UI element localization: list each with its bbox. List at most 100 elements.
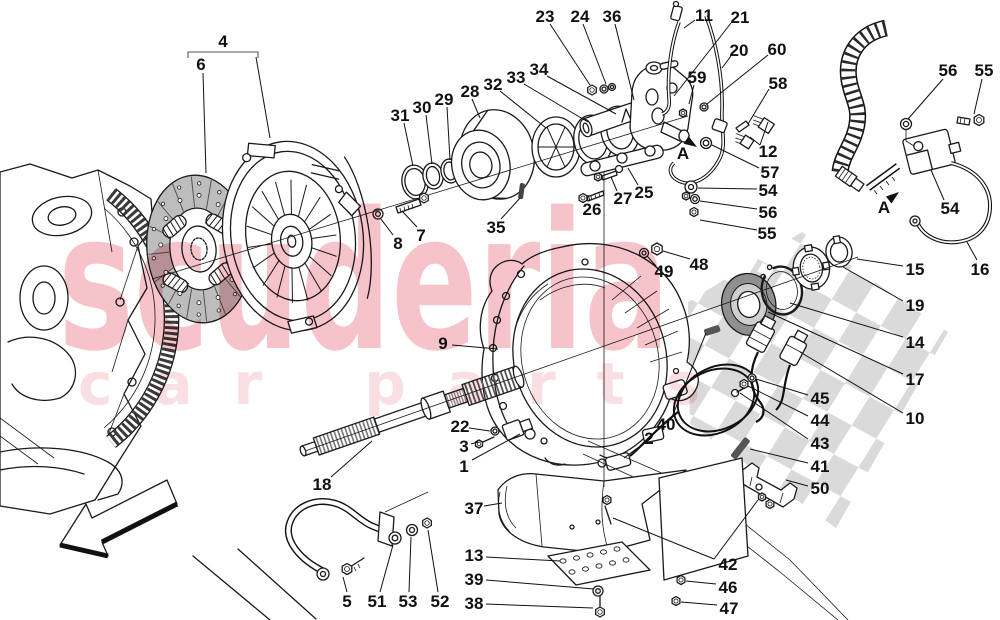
leader-line-23 [549, 23, 591, 86]
leader-line-54 [697, 187, 758, 190]
hydraulic-pipes [661, 0, 775, 185]
leader-line-10 [799, 351, 904, 414]
leader-line-55 [699, 219, 758, 231]
part-label-59: 59 [688, 68, 707, 87]
part-label-36: 36 [603, 7, 622, 26]
part-label-8: 8 [393, 234, 402, 253]
leader-line-33 [523, 83, 589, 123]
part-label-1: 1 [459, 457, 468, 476]
leader-line-16 [966, 241, 978, 261]
leader-line-48 [662, 250, 691, 260]
leader-line-3 [470, 441, 479, 445]
part-label-25: 25 [635, 183, 654, 202]
part-label-35: 35 [487, 218, 506, 237]
part-label-29: 29 [435, 90, 454, 109]
leader-lines [202, 19, 983, 609]
leader-line-36 [614, 23, 635, 101]
part-label-52: 52 [431, 592, 450, 611]
engine-block [0, 163, 154, 515]
view-marker-label: A [677, 144, 689, 163]
watermark: scuderia car parts [58, 172, 700, 418]
leader-line-59 [688, 84, 695, 105]
pin [518, 183, 525, 200]
leader-line-17 [767, 311, 904, 375]
part-label-45: 45 [811, 389, 830, 408]
part-label-55: 55 [758, 224, 777, 243]
leader-line-24 [582, 23, 607, 85]
sensor-1-group [482, 418, 534, 443]
part-label-28: 28 [461, 82, 480, 101]
part-label-49: 49 [655, 262, 674, 281]
part-label-26: 26 [583, 200, 602, 219]
part-label-38: 38 [465, 594, 484, 613]
watermark-text-primary: scuderia [58, 172, 670, 393]
leader-line-45 [755, 378, 809, 396]
flexible-hose-5 [285, 491, 429, 581]
leader-line-49 [646, 255, 657, 267]
part-label-14: 14 [906, 333, 925, 352]
part-label-2: 2 [644, 429, 653, 448]
part-label-43: 43 [811, 434, 830, 453]
support-bracket [547, 457, 749, 607]
part-label-50: 50 [811, 479, 830, 498]
leader-line-25 [627, 167, 639, 186]
part-label-15: 15 [906, 260, 925, 279]
leader-line-41 [749, 448, 809, 464]
leader-line-14 [789, 302, 904, 338]
part-label-22: 22 [451, 417, 470, 436]
leader-line-34 [546, 75, 617, 115]
view-marker-label: A [878, 198, 890, 217]
pipe-16 [909, 161, 993, 245]
leader-line-18 [330, 440, 373, 478]
leader-line-22 [468, 427, 491, 432]
part-label-41: 41 [811, 457, 830, 476]
leader-line-7 [401, 210, 418, 228]
part-label-30: 30 [413, 98, 432, 117]
part-label-23: 23 [536, 7, 555, 26]
part-label-21: 21 [731, 8, 750, 27]
part-label-18: 18 [313, 475, 332, 494]
junction-block [902, 128, 962, 175]
leader-line-39 [485, 579, 595, 590]
leader-line-42 [713, 499, 759, 560]
leader-line-42 [612, 517, 715, 560]
part-label-60: 60 [768, 40, 787, 59]
part-label-7: 7 [416, 226, 425, 245]
leader-line-51 [379, 544, 394, 593]
direction-arrow [59, 479, 179, 559]
part-label-56: 56 [759, 203, 778, 222]
part-label-5: 5 [342, 592, 351, 611]
bolt-and-washer [372, 198, 422, 220]
part-label-24: 24 [571, 7, 590, 26]
leader-line-53 [408, 536, 412, 593]
leader-line-29 [446, 106, 451, 161]
leader-line-44 [747, 385, 809, 417]
part-label-47: 47 [720, 599, 739, 618]
part-label-16: 16 [971, 260, 990, 279]
leader-line-56 [907, 78, 944, 120]
leader-line-26 [587, 194, 591, 202]
flywheel-ring-gear [103, 188, 180, 448]
part-label-54: 54 [941, 199, 960, 218]
leader-line-31 [403, 122, 414, 167]
part-label-33: 33 [507, 68, 526, 87]
leader-line-21 [673, 22, 732, 97]
part-label-58: 58 [769, 74, 788, 93]
part-label-57: 57 [761, 163, 780, 182]
part-label-3: 3 [459, 437, 468, 456]
part-label-17: 17 [906, 370, 925, 389]
leader-line-52 [427, 529, 439, 593]
leader-line-12 [759, 121, 769, 146]
part-label-12: 12 [759, 142, 778, 161]
chassis-lines [192, 548, 317, 620]
flexible-hose [831, 19, 901, 195]
view-marker-arrow-icon [885, 192, 899, 204]
leader-line-9 [451, 344, 499, 350]
leader-line-8 [380, 218, 394, 236]
leader-line-6 [202, 72, 207, 174]
part-label-13: 13 [465, 546, 484, 565]
